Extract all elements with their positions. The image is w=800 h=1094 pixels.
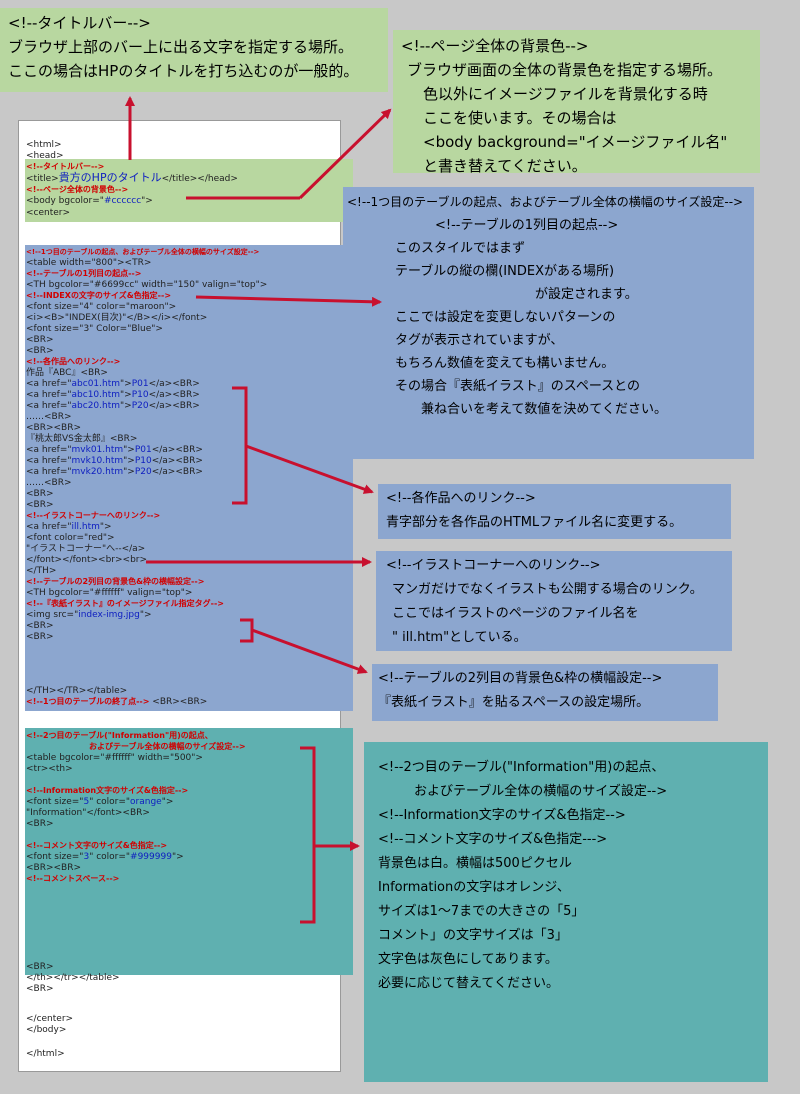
code-line: <a href="abc10.htm">P10</a><BR> bbox=[26, 390, 200, 400]
code-comment: <!--イラストコーナーへのリンク--> bbox=[26, 511, 161, 520]
code-line: </body> bbox=[26, 1025, 67, 1035]
code-comment: <!--『表紙イラスト』のイメージファイル指定タグ--> bbox=[26, 599, 225, 608]
code-line: <a href="mvk20.htm">P20</a><BR> bbox=[26, 467, 203, 477]
code-comment: <!--テーブルの1列目の起点--> bbox=[26, 269, 142, 278]
code-line: <a href="ill.htm"> bbox=[26, 522, 112, 532]
code-comment: <!--コメント文字のサイズ&色指定--> bbox=[26, 841, 168, 850]
code-line: <a href="abc01.htm">P01</a><BR> bbox=[26, 379, 200, 389]
bracket-links bbox=[232, 386, 248, 505]
code-line: <body bgcolor="#cccccc"> bbox=[26, 196, 153, 206]
code-line: "Information"</font><BR> bbox=[26, 808, 150, 818]
code-line: <html> bbox=[26, 140, 62, 150]
code-line: </th></tr></table> bbox=[26, 973, 120, 983]
code-line: <TH bgcolor="#ffffff" valign="top"> bbox=[26, 588, 193, 598]
code-line: <a href="mvk01.htm">P01</a><BR> bbox=[26, 445, 203, 455]
note-table1: <!--1つ目のテーブルの起点、およびテーブル全体の横幅のサイズ設定--> <!… bbox=[343, 187, 754, 459]
code-line: <BR> bbox=[26, 500, 54, 510]
code-line: <BR> bbox=[26, 346, 54, 356]
code-line: <BR> bbox=[26, 335, 54, 345]
code-line: </font></font><br><br> bbox=[26, 555, 148, 565]
code-line: <BR> bbox=[26, 621, 54, 631]
arrow-to-column2-note bbox=[251, 628, 368, 674]
code-line: <title>貴方のHPのタイトル</title></head> bbox=[26, 171, 238, 184]
note-table2: <!--2つ目のテーブル("Information"用)の起点、 およびテーブル… bbox=[364, 742, 768, 1082]
code-line: ……<BR> bbox=[26, 478, 72, 488]
code-comment: <!--タイトルバー--> bbox=[26, 162, 105, 171]
code-line: <BR> bbox=[26, 984, 54, 994]
note-links: <!--各作品へのリンク--> 青字部分を各作品のHTMLファイル名に変更する。 bbox=[378, 484, 731, 539]
code-line: <BR> bbox=[26, 489, 54, 499]
note-title-bar: <!--タイトルバー--> ブラウザ上部のバー上に出る文字を指定する場所。 ここ… bbox=[0, 8, 388, 92]
code-line: <a href="mvk10.htm">P10</a><BR> bbox=[26, 456, 203, 466]
code-line: <table bgcolor="#ffffff" width="500"> bbox=[26, 753, 203, 763]
code-line: </center> bbox=[26, 1014, 74, 1024]
code-band-table1 bbox=[25, 245, 353, 711]
code-comment: <!--コメントスペース--> bbox=[26, 874, 120, 883]
code-line: <center> bbox=[26, 208, 71, 218]
arrow-to-links-note bbox=[245, 444, 374, 494]
code-comment: およびテーブル全体の横幅のサイズ設定--> bbox=[89, 742, 246, 751]
code-line: </html> bbox=[26, 1049, 65, 1059]
code-comment: <!--Information文字のサイズ&色指定--> bbox=[26, 786, 189, 795]
html-code-panel: <html> <head> <!--タイトルバー--> <title>貴方のHP… bbox=[18, 120, 353, 1072]
note-illust: <!--イラストコーナーへのリンク--> マンガだけでなくイラストも公開する場合… bbox=[376, 551, 732, 651]
arrow-to-bg-note bbox=[298, 108, 392, 200]
code-comment: <!--各作品へのリンク--> bbox=[26, 357, 121, 366]
code-line: <font size="3" Color="Blue"> bbox=[26, 324, 163, 334]
code-line: <BR> bbox=[26, 962, 54, 972]
code-comment: <!--ページ全体の背景色--> bbox=[26, 185, 129, 194]
code-line: <!--1つ目のテーブルの終了点--> <BR><BR> bbox=[26, 697, 208, 707]
bracket-column2 bbox=[240, 618, 254, 643]
code-line: <table width="800"><TR> bbox=[26, 258, 152, 268]
code-line: <font size="3" color="#999999"> bbox=[26, 852, 184, 862]
code-line: <font size="5" color="orange"> bbox=[26, 797, 174, 807]
code-line: <BR><BR> bbox=[26, 423, 82, 433]
note-column2: <!--テーブルの2列目の背景色&枠の横幅設定--> 『表紙イラスト』を貼るスペ… bbox=[372, 664, 718, 721]
note-background: <!--ページ全体の背景色--> ブラウザ画面の全体の背景色を指定する場所。 色… bbox=[393, 30, 760, 175]
code-line: <head> bbox=[26, 151, 64, 161]
code-line: "イラストコーナー"へ--</a> bbox=[26, 544, 146, 554]
code-line: <BR><BR> bbox=[26, 863, 82, 873]
code-band-table2 bbox=[25, 728, 353, 975]
code-line: </TH></TR></table> bbox=[26, 686, 128, 696]
code-line: <img src="index-img.jpg"> bbox=[26, 610, 152, 620]
code-line: <BR> bbox=[26, 632, 54, 642]
code-line: <font size="4" color="maroon"> bbox=[26, 302, 177, 312]
arrow-to-table1-note bbox=[195, 295, 382, 307]
code-line: <tr><th> bbox=[26, 764, 73, 774]
code-band-head bbox=[25, 159, 353, 222]
code-comment: <!--テーブルの2列目の背景色&枠の横幅設定--> bbox=[26, 577, 205, 586]
code-line: <a href="abc20.htm">P20</a><BR> bbox=[26, 401, 200, 411]
code-line: <BR> bbox=[26, 819, 54, 829]
code-line: 『桃太郎VS金太郎』<BR> bbox=[26, 434, 138, 444]
code-line: <TH bgcolor="#6699cc" width="150" valign… bbox=[26, 280, 268, 290]
code-line: <i><B>"INDEX(目次)"</B></i></font> bbox=[26, 313, 208, 323]
code-comment: <!--1つ目のテーブルの起点、およびテーブル全体の横幅のサイズ設定--> bbox=[26, 248, 260, 256]
code-comment: <!--2つ目のテーブル("Information"用)の起点、 bbox=[26, 731, 213, 740]
code-line: 作品『ABC』<BR> bbox=[26, 368, 108, 378]
code-line: <font color="red"> bbox=[26, 533, 115, 543]
code-comment: <!--INDEXの文字のサイズ&色指定--> bbox=[26, 291, 172, 300]
code-line: </TH> bbox=[26, 566, 57, 576]
bracket-table2 bbox=[300, 746, 316, 924]
code-line: ……<BR> bbox=[26, 412, 72, 422]
